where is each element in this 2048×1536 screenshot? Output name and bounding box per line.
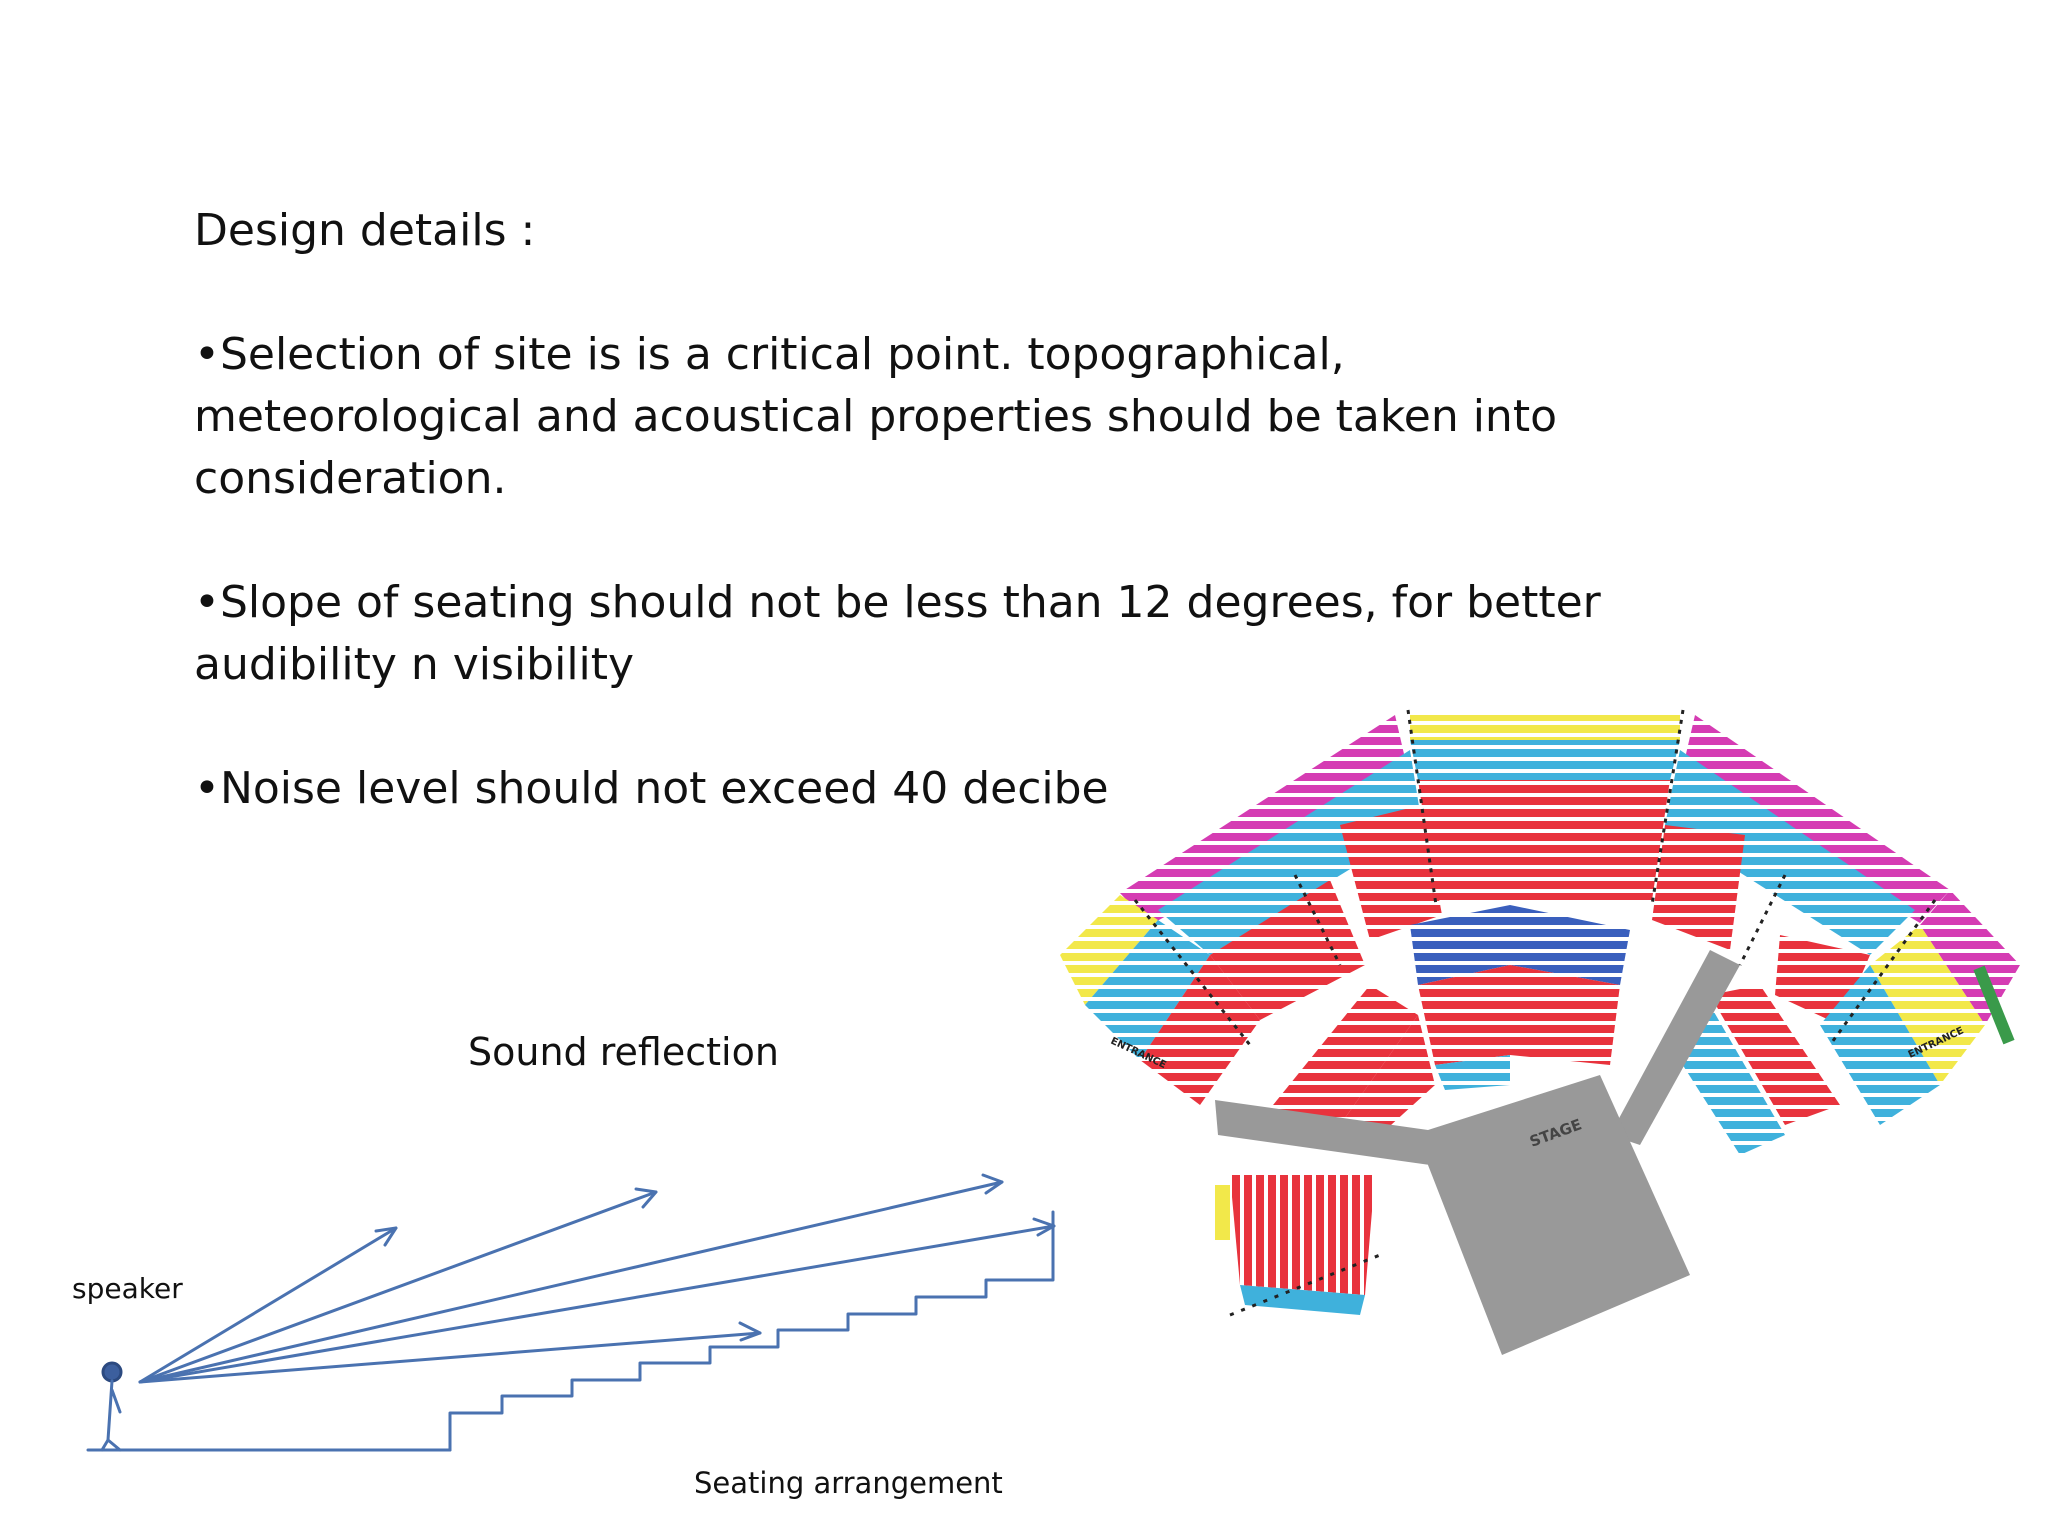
upper-right-section xyxy=(1652,715,1950,1025)
upper-center-section xyxy=(1410,715,1680,900)
bullet-seating-slope: •Slope of seating should not be less tha… xyxy=(194,577,1601,690)
exit-path xyxy=(1229,1253,1381,1317)
aisles xyxy=(1133,709,1937,1046)
ray-4 xyxy=(138,1224,1056,1384)
ray-2-arrowhead-icon xyxy=(634,1187,658,1209)
stage xyxy=(1428,1075,1690,1355)
theatre-seating-plan: STAGE ENTRANCE ENTRANCE xyxy=(1060,709,2020,1355)
ray-1 xyxy=(138,1226,398,1384)
stage-area: STAGE xyxy=(1215,950,1740,1355)
speaker-arm xyxy=(110,1388,122,1414)
sound-reflection-title: Sound reflection xyxy=(468,1030,779,1074)
ray-4-arrowhead-icon xyxy=(1032,1217,1056,1237)
slide-text-block: Design details : •Selection of site is i… xyxy=(194,200,1674,820)
front-left-columns xyxy=(1215,1175,1375,1315)
bullet-noise-level: •Noise level should not exceed 40 decibe xyxy=(194,763,1109,814)
ray-2 xyxy=(138,1190,658,1384)
left-walkway xyxy=(1215,1100,1430,1165)
speaker-head-icon xyxy=(101,1361,123,1383)
ray-1-arrowhead-icon xyxy=(374,1226,398,1247)
far-right-section xyxy=(1820,890,2020,1125)
speaker-leg-left xyxy=(100,1438,110,1452)
right-walkway xyxy=(1610,950,1740,1145)
lower-center-section xyxy=(1410,905,1630,1090)
bullet-site-selection: •Selection of site is is a critical poin… xyxy=(194,329,1557,504)
sound-reflection-diagram xyxy=(86,1173,1056,1452)
ray-3 xyxy=(138,1180,1004,1384)
sound-rays xyxy=(138,1173,1056,1384)
stepped-seating xyxy=(448,1210,1055,1452)
lower-right-section xyxy=(1670,985,1840,1155)
slide-heading: Design details : xyxy=(194,205,536,256)
speaker-label: speaker xyxy=(72,1272,183,1305)
ray-3-arrowhead-icon xyxy=(981,1173,1004,1195)
seating-arrangement-label: Seating arrangement xyxy=(694,1466,1003,1500)
upper-left-section xyxy=(1120,715,1442,1020)
speaker-leg-right xyxy=(106,1438,122,1452)
ray-5 xyxy=(138,1331,762,1384)
lower-left-section xyxy=(1265,985,1435,1135)
ray-5-arrowhead-icon xyxy=(738,1321,762,1342)
